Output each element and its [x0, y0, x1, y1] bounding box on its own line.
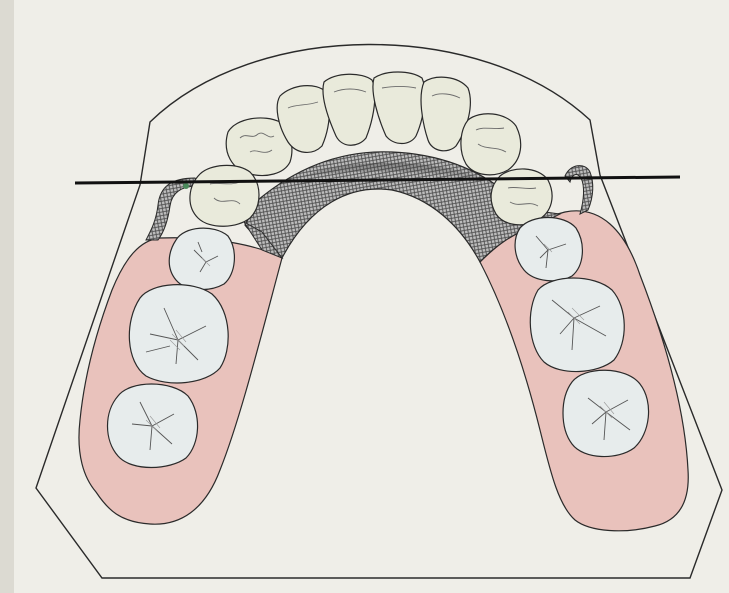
tooth-left-molar-1 [129, 285, 228, 383]
left-clasp-accent [183, 183, 189, 189]
paper-shadow-left [0, 0, 14, 593]
tooth-left-canine [190, 165, 259, 226]
tooth-left-premolar [169, 228, 234, 289]
tooth-right-molar-1 [530, 278, 624, 372]
tooth-right-lateral [461, 114, 521, 175]
